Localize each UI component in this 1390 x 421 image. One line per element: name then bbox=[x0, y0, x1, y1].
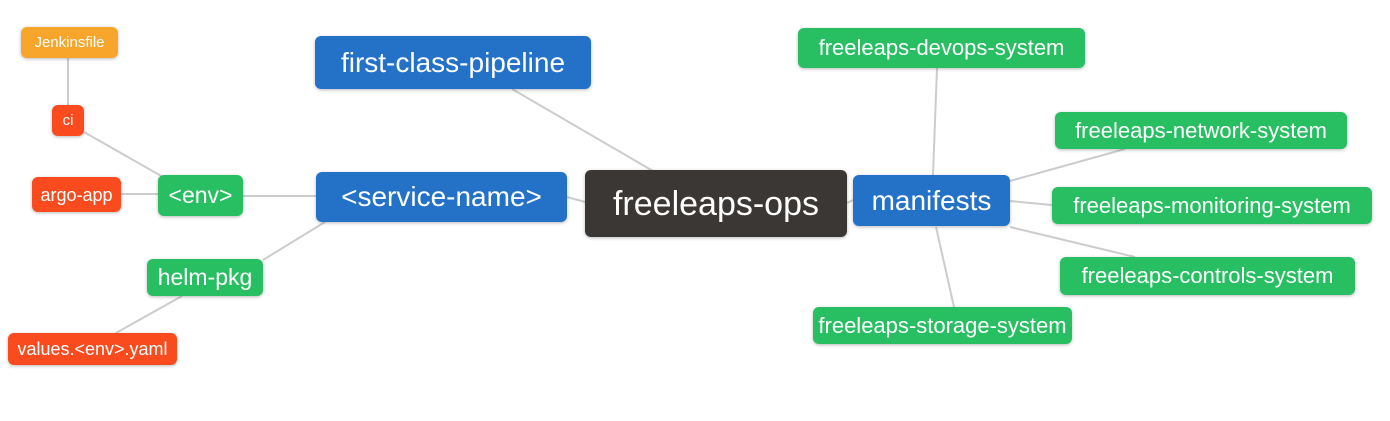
node-label: argo-app bbox=[40, 184, 113, 205]
node-freeleaps-controls-system[interactable]: freeleaps-controls-system bbox=[1060, 257, 1355, 295]
node-freeleaps-network-system[interactable]: freeleaps-network-system bbox=[1055, 112, 1347, 149]
node-helm-pkg[interactable]: helm-pkg bbox=[147, 259, 263, 296]
node-label: freeleaps-network-system bbox=[1075, 117, 1327, 143]
node-label: <env> bbox=[168, 182, 233, 208]
edge-manifests-freeleaps-devops-system bbox=[932, 67, 938, 176]
edge-values-env-yaml-helm-pkg bbox=[115, 295, 183, 334]
node-manifests[interactable]: manifests bbox=[853, 175, 1010, 226]
edge-manifests-freeleaps-monitoring-system bbox=[1009, 200, 1053, 206]
node-label: freeleaps-monitoring-system bbox=[1073, 192, 1351, 218]
node-freeleaps-storage-system[interactable]: freeleaps-storage-system bbox=[813, 307, 1072, 344]
node-label: helm-pkg bbox=[157, 264, 253, 290]
node-freeleaps-ops[interactable]: freeleaps-ops bbox=[585, 170, 847, 237]
edge-ci-env bbox=[83, 131, 164, 178]
node-ci[interactable]: ci bbox=[52, 105, 84, 136]
node-freeleaps-devops-system[interactable]: freeleaps-devops-system bbox=[798, 28, 1085, 68]
node-env[interactable]: <env> bbox=[158, 175, 243, 216]
edge-manifests-freeleaps-controls-system bbox=[1009, 226, 1136, 258]
node-label: manifests bbox=[871, 184, 992, 216]
node-label: Jenkinsfile bbox=[34, 34, 105, 51]
node-label: first-class-pipeline bbox=[340, 46, 566, 78]
edge-manifests-freeleaps-storage-system bbox=[935, 226, 955, 308]
node-label: freeleaps-ops bbox=[612, 184, 819, 223]
edge-helm-pkg-service-name bbox=[262, 221, 326, 261]
edge-manifests-freeleaps-network-system bbox=[1009, 148, 1126, 182]
node-argo-app[interactable]: argo-app bbox=[32, 177, 121, 212]
node-service-name[interactable]: <service-name> bbox=[316, 172, 567, 222]
edge-first-class-pipeline-freeleaps-ops bbox=[511, 88, 654, 172]
node-label: values.<env>.yaml bbox=[17, 339, 168, 359]
node-first-class-pipeline[interactable]: first-class-pipeline bbox=[315, 36, 591, 89]
node-label: <service-name> bbox=[341, 181, 542, 212]
edge-service-name-freeleaps-ops bbox=[566, 196, 586, 203]
node-label: freeleaps-controls-system bbox=[1081, 263, 1334, 288]
node-label: ci bbox=[62, 112, 74, 129]
node-freeleaps-monitoring-system[interactable]: freeleaps-monitoring-system bbox=[1052, 187, 1372, 224]
node-label: freeleaps-devops-system bbox=[818, 35, 1065, 60]
node-jenkinsfile[interactable]: Jenkinsfile bbox=[21, 27, 118, 58]
node-values-env-yaml[interactable]: values.<env>.yaml bbox=[8, 333, 177, 365]
node-label: freeleaps-storage-system bbox=[818, 312, 1067, 338]
edge-freeleaps-ops-manifests bbox=[846, 199, 854, 204]
